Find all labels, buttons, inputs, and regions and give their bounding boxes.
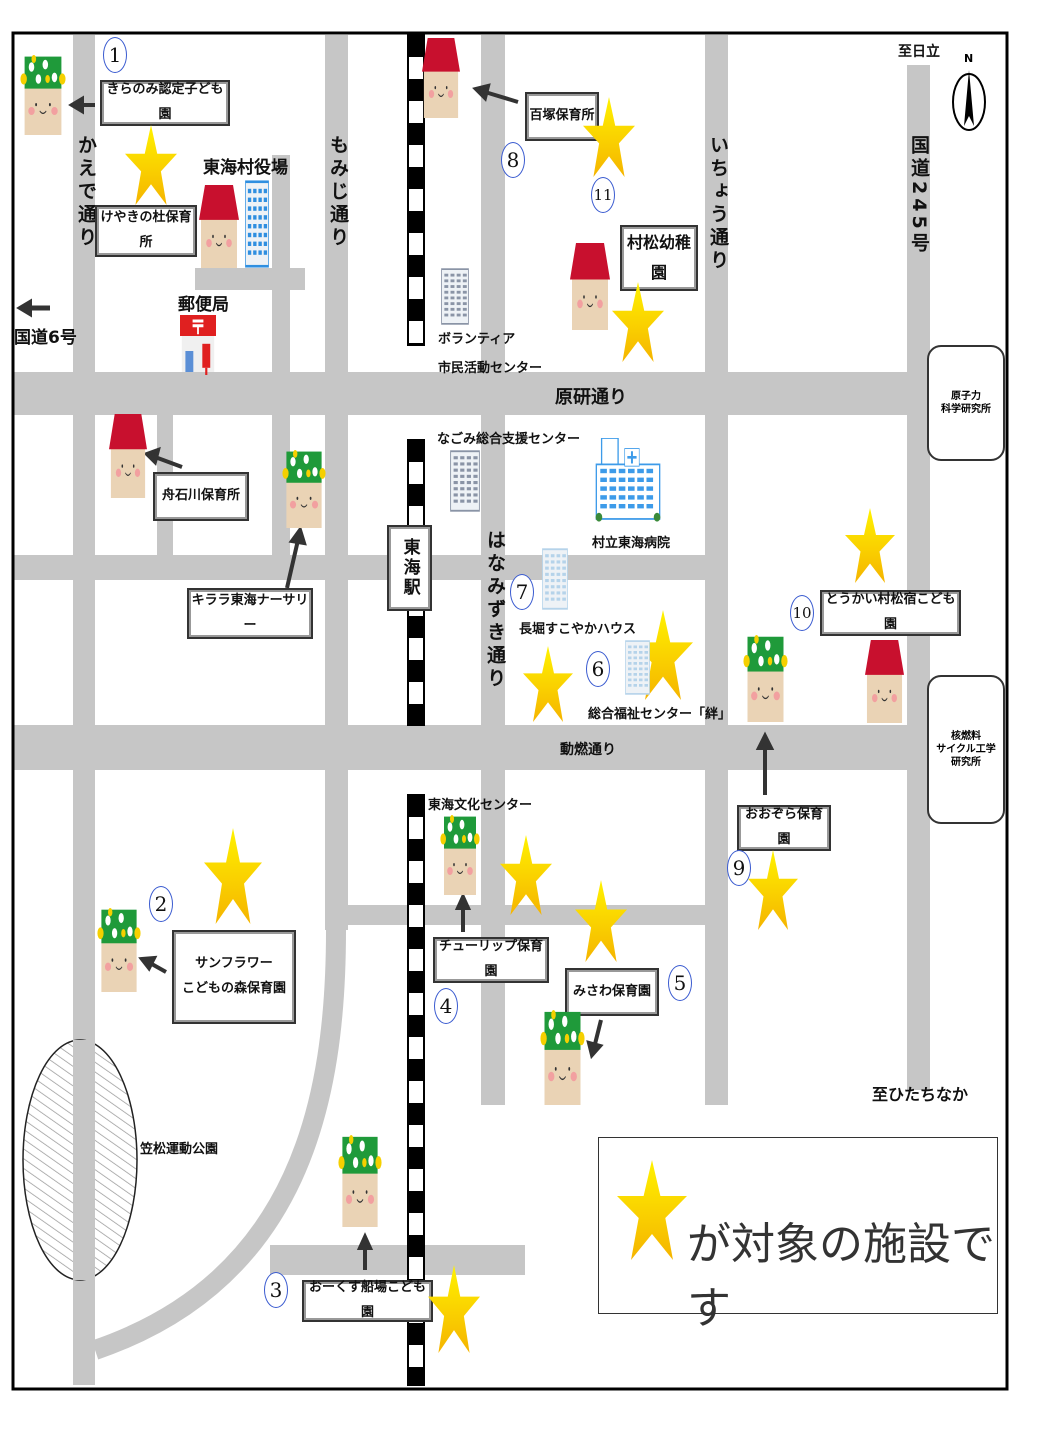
volunteer-center-label-2: 市民活動センター (438, 361, 543, 376)
direction-hitachi: 至日立 (898, 44, 940, 60)
number-10: 10 (790, 595, 814, 631)
post-office-label: 郵便局 (178, 295, 229, 315)
building-icon (450, 450, 480, 512)
facility-8-label[interactable]: 百塚保育所 (525, 92, 599, 141)
volunteer-center-label-1: ボランティア (438, 332, 516, 347)
facility-4-label[interactable]: チューリップ保育園 (433, 937, 549, 983)
house-icon (199, 185, 239, 268)
star-icon (500, 835, 552, 915)
facility-2-label[interactable]: サンフラワーこどもの森保育園 (172, 930, 296, 1024)
number-1: 1 (103, 37, 127, 73)
facility-11-label[interactable]: 村松幼稚園 (620, 225, 698, 291)
house-icon (422, 38, 460, 118)
sukoyaka-label: 長堀すこやかハウス (519, 622, 637, 637)
direction-hitachinaka: 至ひたちなか (872, 1085, 969, 1104)
legend-text: が対象の施設です (687, 1219, 995, 1334)
station-label: 東海駅 (387, 525, 432, 611)
house-icon (109, 414, 147, 498)
post-office-icon (180, 315, 216, 375)
railway (407, 34, 425, 1386)
building-icon (441, 268, 469, 325)
number-8: 8 (501, 142, 525, 178)
facility-5-label[interactable]: みさわ保育園 (565, 968, 659, 1016)
road-route6: 国道6号 (14, 328, 77, 348)
road-route245: 国道245号 (908, 135, 930, 256)
building-icon (542, 548, 568, 610)
star-icon (845, 508, 895, 583)
house-icon (865, 640, 904, 723)
flower-pot-icon (540, 1010, 585, 1105)
star-icon (428, 1265, 480, 1353)
funaishikawa-label[interactable]: 舟石川保育所 (153, 472, 249, 521)
north-label: N (964, 52, 974, 65)
hospital-label: 村立東海病院 (592, 536, 671, 551)
road-momiji: もみじ通り (327, 135, 349, 250)
star-icon (612, 282, 664, 362)
star-icon (575, 880, 627, 962)
jaea-label: 原子力科学研究所 (927, 345, 1005, 461)
kizuna-label: 総合福祉センター「絆」 (588, 707, 732, 722)
flower-pot-icon (338, 1135, 382, 1227)
flower-pot-icon (743, 635, 788, 722)
number-3: 3 (264, 1272, 288, 1308)
house-icon (570, 243, 610, 330)
star-icon (748, 850, 798, 930)
number-5: 5 (668, 965, 692, 1001)
keyaki-label[interactable]: けやきの杜保育所 (95, 205, 197, 257)
star-icon (204, 828, 262, 924)
number-7: 7 (510, 574, 534, 610)
road-kaede: かえで通り (75, 135, 97, 250)
map-frame (11, 31, 1009, 1391)
number-4: 4 (434, 988, 458, 1024)
building-icon (625, 640, 650, 695)
road-genken: 原研通り (555, 387, 627, 408)
hospital-icon (595, 437, 661, 526)
nagomi-label: なごみ総合支援センター (437, 432, 581, 447)
facility-1-label[interactable]: きらのみ認定子ども園 (100, 80, 230, 126)
star-icon (125, 125, 177, 205)
kirara-label[interactable]: キララ東海ナーサリー (187, 588, 313, 639)
fuel-cycle-label: 核燃料サイクル工学研究所 (927, 675, 1005, 824)
star-icon (523, 646, 573, 722)
north-compass: N (950, 52, 988, 134)
star-icon (633, 610, 693, 700)
road-hanamizuki: はなみずき通り (484, 530, 506, 691)
flower-pot-icon (97, 908, 141, 992)
culture-center-label: 東海文化センター (428, 798, 533, 813)
number-11: 11 (591, 177, 615, 213)
curved-road (91, 929, 346, 1360)
road-icho: いちょう通り (707, 135, 729, 273)
number-2: 2 (149, 886, 173, 922)
park-label: 笠松運動公園 (140, 1142, 219, 1157)
number-6: 6 (586, 651, 610, 687)
star-icon (583, 97, 635, 177)
flower-pot-icon (440, 815, 480, 895)
flower-pot-icon (282, 450, 326, 528)
legend: が対象の施設です (598, 1137, 998, 1334)
number-9: 9 (727, 850, 751, 886)
village-office-label: 東海村役場 (203, 158, 288, 178)
legend-star-icon (617, 1160, 687, 1260)
facility-9-label[interactable]: おおぞら保育園 (737, 805, 831, 851)
facility-3-label[interactable]: おーくす船場こども園 (302, 1280, 433, 1322)
road-doen: 動燃通り (560, 742, 616, 758)
flower-pot-icon (20, 55, 66, 135)
compass-icon (952, 70, 986, 131)
facility-10-label[interactable]: とうかい村松宿こども園 (820, 590, 961, 636)
arrows (16, 83, 775, 1270)
building-icon (245, 180, 269, 268)
